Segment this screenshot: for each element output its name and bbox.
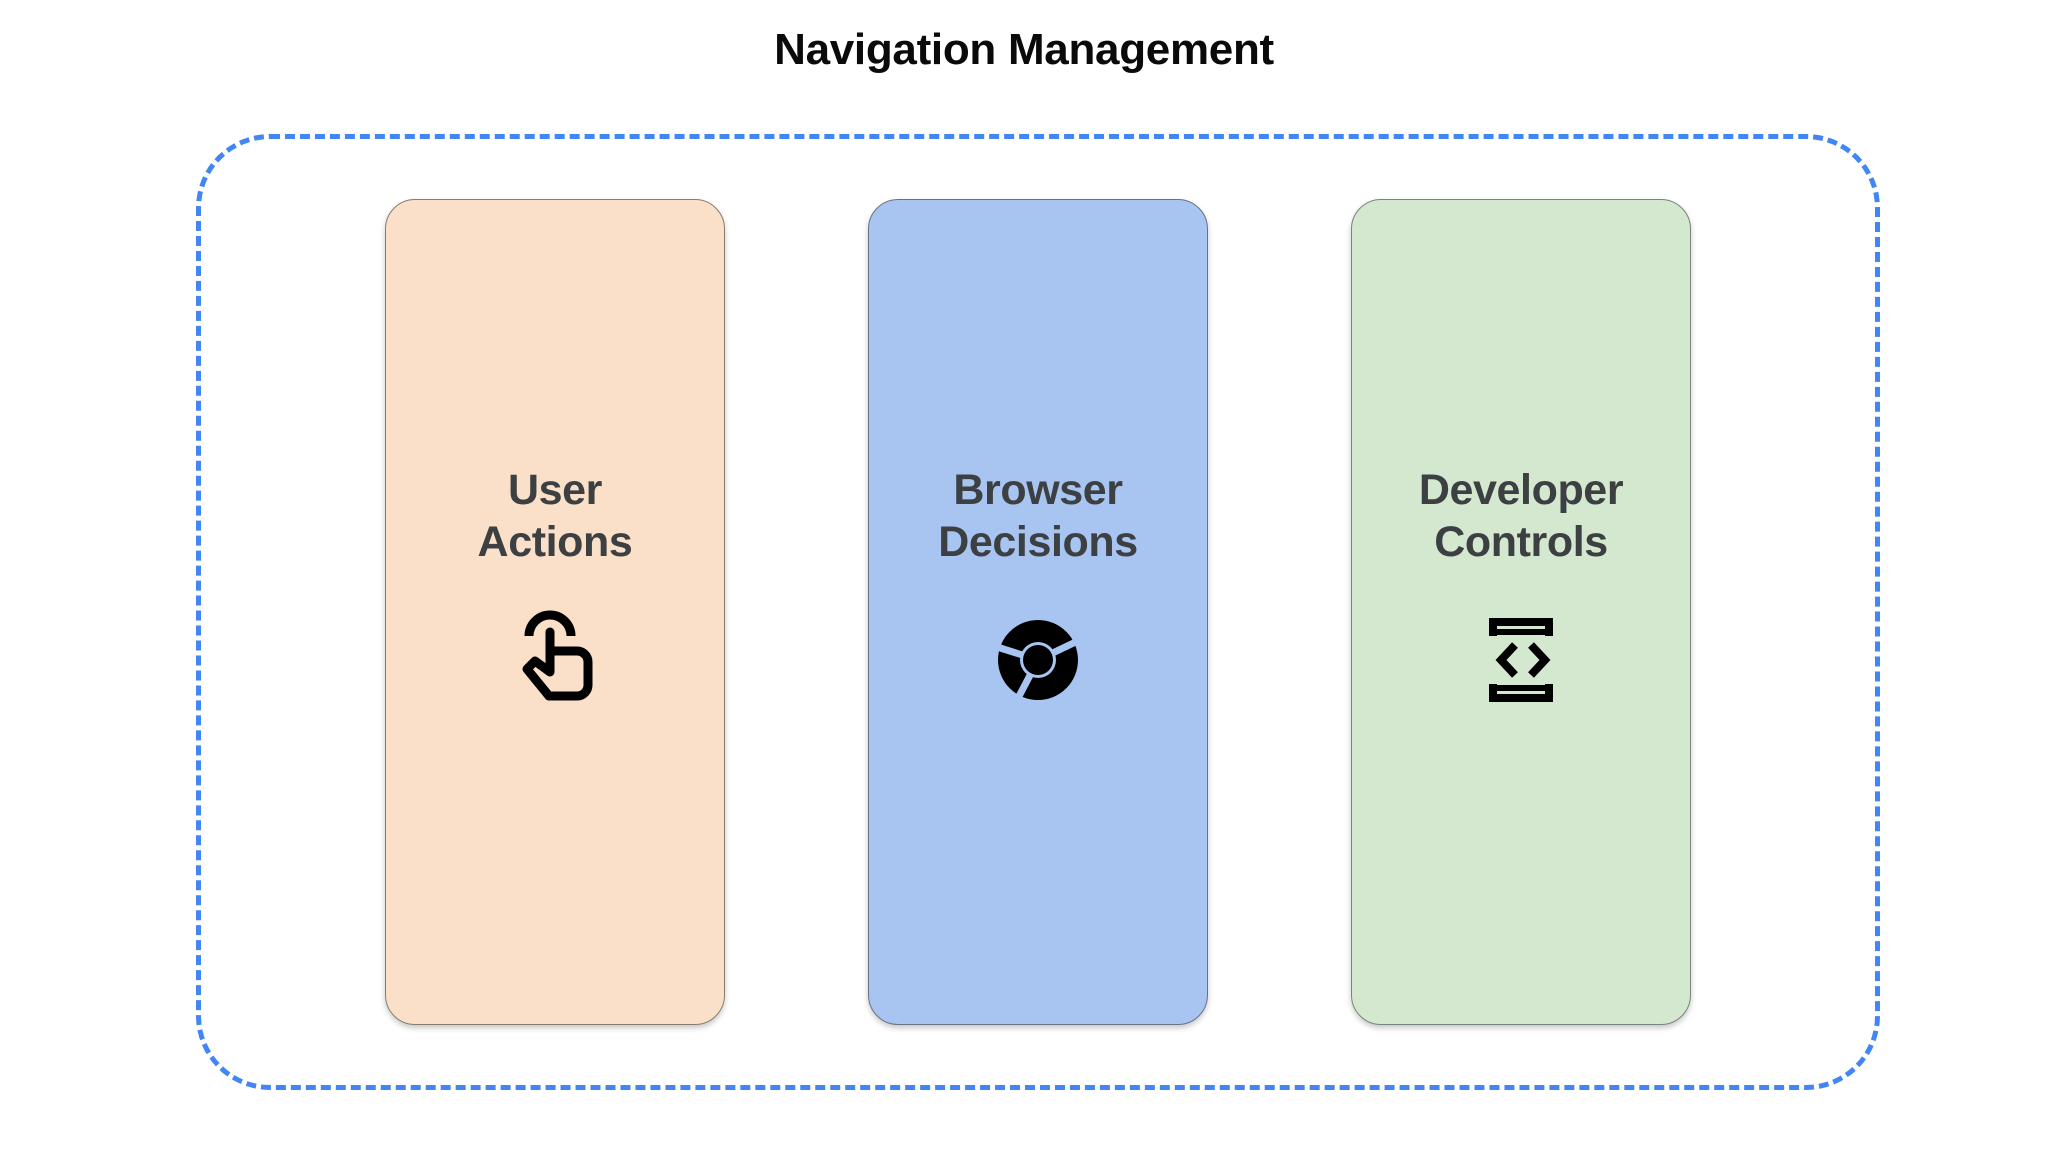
- page-title: Navigation Management: [774, 25, 1274, 74]
- card-developer-controls[interactable]: Developer Controls: [1351, 199, 1691, 1025]
- card-browser-decisions[interactable]: Browser Decisions: [868, 199, 1208, 1025]
- navigation-group-frame: [196, 134, 1880, 1090]
- card-label-user-actions: User Actions: [477, 465, 633, 566]
- tap-gesture-icon: [501, 606, 609, 714]
- card-label-developer-controls: Developer Controls: [1418, 465, 1624, 566]
- chrome-logo-icon: [984, 606, 1092, 714]
- card-content: Developer Controls: [1418, 464, 1624, 715]
- developer-mode-device-icon: [1467, 606, 1575, 714]
- card-label-browser-decisions: Browser Decisions: [938, 465, 1138, 566]
- card-content: User Actions: [478, 464, 633, 715]
- cards-row: User Actions Browser Decisions: [196, 134, 1880, 1090]
- card-user-actions[interactable]: User Actions: [385, 199, 725, 1025]
- card-content: Browser Decisions: [938, 464, 1138, 715]
